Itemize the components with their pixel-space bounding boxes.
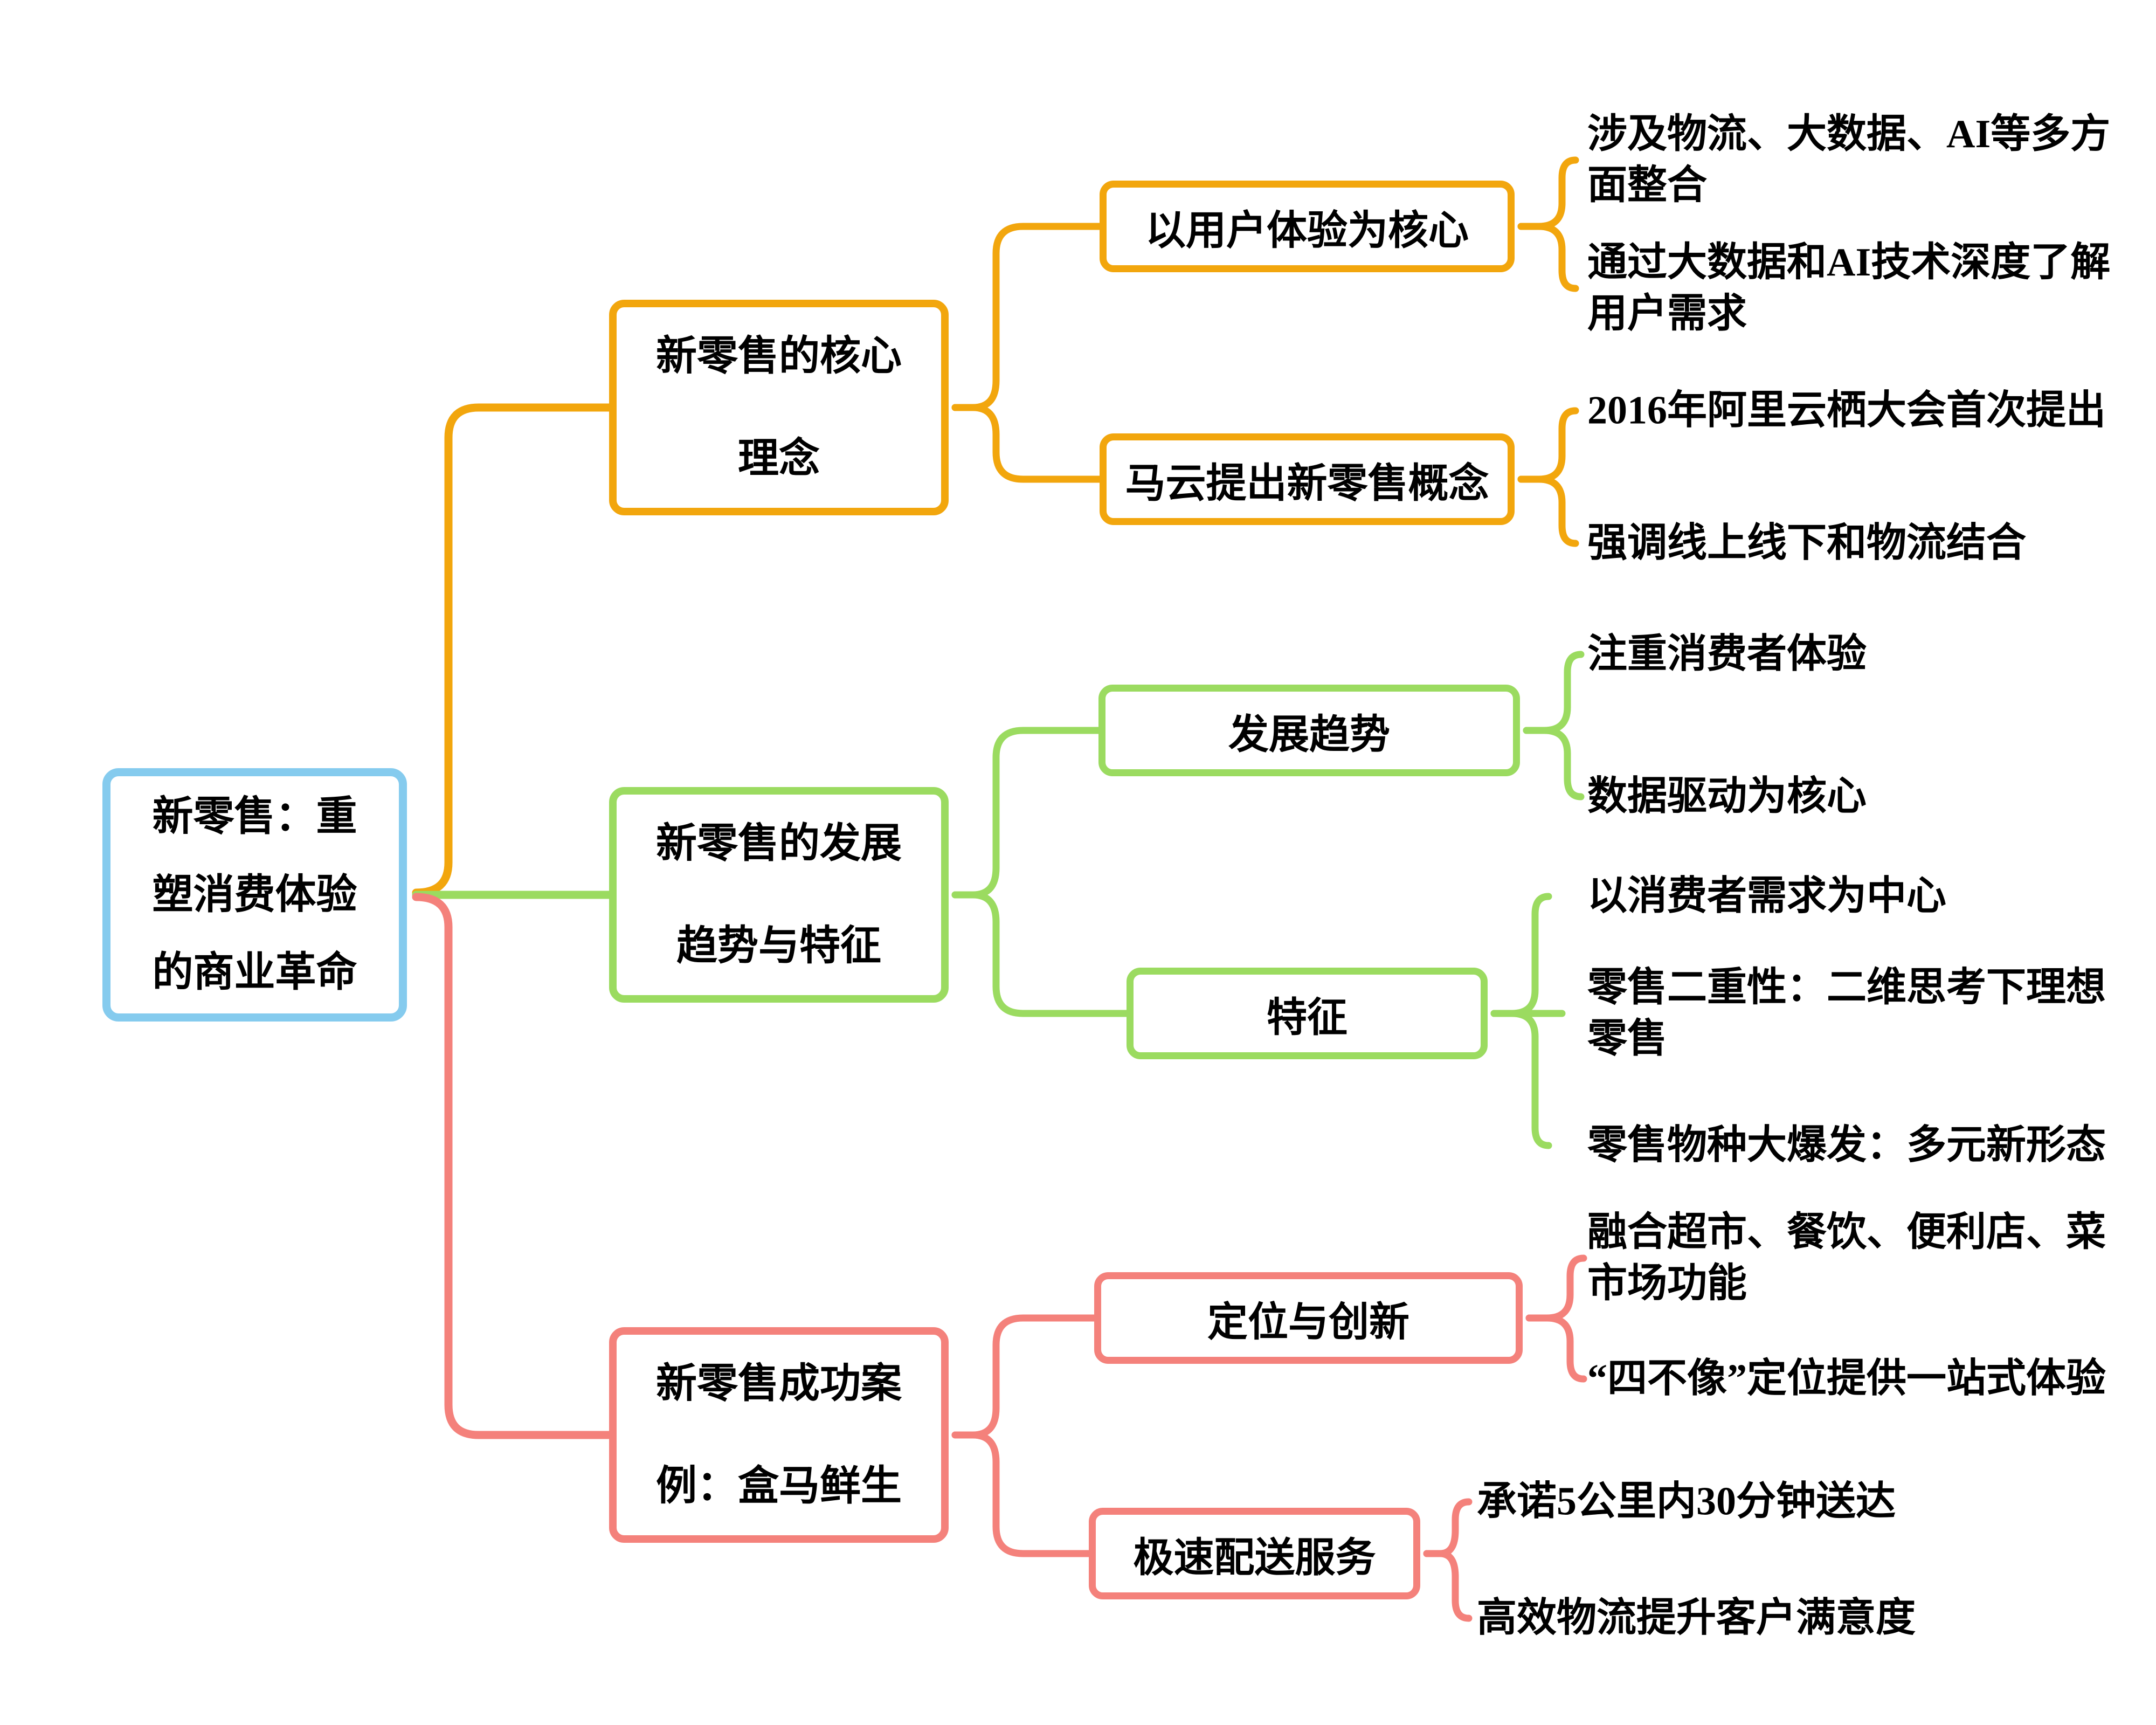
brace-case-jisu [951, 1431, 1095, 1557]
child-node-fast-delivery[interactable]: 极速配送服务 [1089, 1508, 1420, 1599]
leaf-node[interactable]: “四不像”定位提供一站式体验 [1587, 1356, 2106, 1401]
brace-core-ux [951, 223, 1106, 411]
leaf-node[interactable]: 以消费者需求为中心 [1587, 874, 1946, 919]
brace-dingwei-leaf-2 [1525, 1314, 1587, 1383]
brace-trend-fazhan [951, 727, 1105, 899]
brace-jisu-leaf-1 [1423, 1498, 1473, 1557]
brace-tezheng-leaf-1 [1490, 893, 1552, 1017]
child-node-features[interactable]: 特征 [1127, 968, 1488, 1059]
branch-node-success-case[interactable]: 新零售成功案例：盒马鲜生 [609, 1327, 949, 1543]
connector-root-branch-case [412, 893, 614, 1439]
leaf-node[interactable]: 涉及物流、大数据、AI等多方面整合 [1587, 112, 2111, 208]
brace-mayun-leaf-2 [1517, 475, 1579, 547]
brace-jisu-leaf-2 [1423, 1550, 1473, 1622]
child-node-positioning-innovation[interactable]: 定位与创新 [1094, 1272, 1523, 1364]
brace-trend-tezheng [951, 891, 1133, 1017]
connector-root-branch-core [412, 403, 614, 897]
child-node-mayun-concept[interactable]: 马云提出新零售概念 [1100, 433, 1515, 525]
brace-tezheng-leaf-3 [1490, 1010, 1552, 1149]
leaf-node[interactable]: 融合超市、餐饮、便利店、菜市场功能 [1587, 1210, 2106, 1306]
child-node-user-experience[interactable]: 以用户体验为核心 [1100, 181, 1515, 272]
root-node[interactable]: 新零售：重塑消费体验的商业革命 [102, 768, 407, 1022]
branch-node-core-concept[interactable]: 新零售的核心理念 [609, 300, 949, 515]
brace-dingwei-leaf-1 [1525, 1254, 1587, 1322]
child-node-development-trend[interactable]: 发展趋势 [1098, 685, 1520, 776]
leaf-node[interactable]: 数据驱动为核心 [1587, 774, 1867, 819]
brace-fazhan-leaf-1 [1523, 651, 1585, 734]
leaf-node[interactable]: 通过大数据和AI技术深度了解用户需求 [1587, 240, 2111, 336]
branch-node-trends-features[interactable]: 新零售的发展趋势与特征 [609, 787, 949, 1003]
brace-ux-leaf-2 [1517, 223, 1579, 292]
leaf-node[interactable]: 零售二重性：二维思考下理想零售 [1587, 965, 2106, 1061]
brace-ux-leaf-1 [1517, 156, 1579, 230]
brace-mayun-leaf-1 [1517, 407, 1579, 483]
leaf-node[interactable]: 强调线上线下和物流结合 [1587, 521, 2026, 565]
leaf-node[interactable]: 承诺5公里内30分钟送达 [1477, 1479, 1896, 1524]
brace-case-dingwei [951, 1314, 1101, 1439]
leaf-node[interactable]: 高效物流提升客户满意度 [1477, 1596, 1916, 1640]
leaf-node[interactable]: 零售物种大爆发：多元新形态 [1587, 1123, 2106, 1168]
brace-fazhan-leaf-2 [1523, 727, 1585, 801]
brace-core-mayun [951, 404, 1106, 483]
leaf-node[interactable]: 注重消费者体验 [1587, 632, 1867, 677]
leaf-node[interactable]: 2016年阿里云栖大会首次提出 [1587, 388, 2106, 433]
